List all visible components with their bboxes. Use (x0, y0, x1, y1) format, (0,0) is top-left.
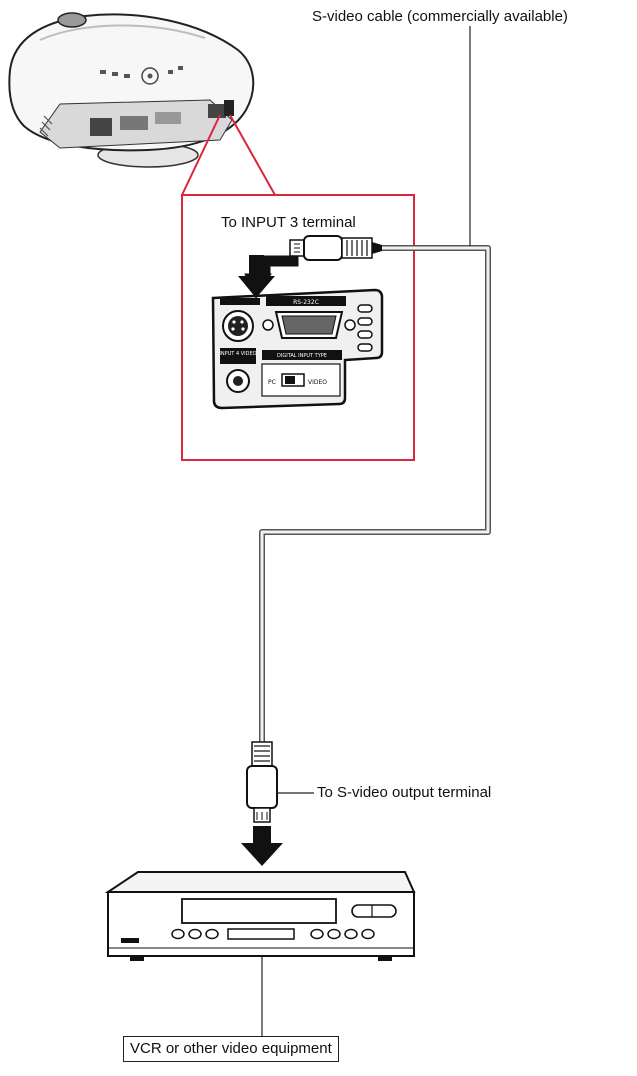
projector-illustration (8, 12, 255, 168)
input4-label: INPUT 4 VIDEO (219, 351, 256, 357)
output-arrow (241, 826, 283, 866)
input-terminal-label: To INPUT 3 terminal (221, 214, 356, 231)
vcr-label: VCR or other video equipment (123, 1036, 339, 1062)
terminal-panel: RS-232C INPUT 4 VIDEO DIGITAL INPUT TYPE… (211, 288, 384, 410)
vcr-illustration (104, 871, 416, 961)
projector-side-plug (289, 235, 382, 261)
vcr-side-plug (246, 741, 278, 823)
svideo-cable (259, 245, 491, 745)
digital-input-type-label: DIGITAL INPUT TYPE (277, 353, 327, 359)
rs232c-label: RS-232C (293, 299, 319, 306)
input-arrow (238, 243, 299, 300)
output-terminal-label: To S-video output terminal (317, 784, 492, 801)
cable-label: S-video cable (commercially available) (312, 8, 568, 25)
pc-label: PC (268, 379, 276, 386)
callout-frame (181, 114, 415, 461)
video-label: VIDEO (308, 379, 327, 386)
